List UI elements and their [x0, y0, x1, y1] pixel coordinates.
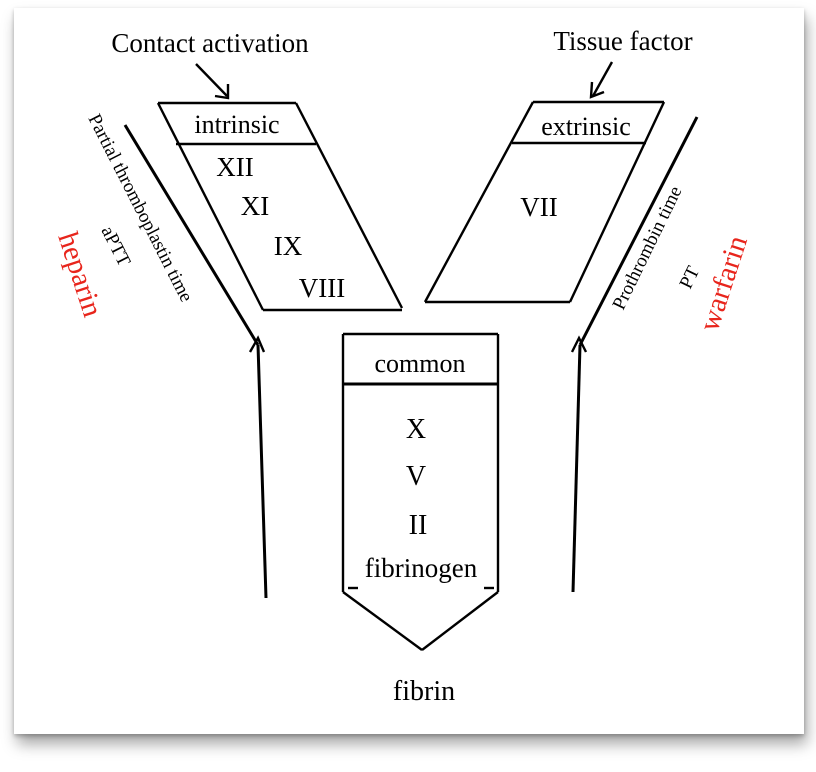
common-pathway-box	[341, 332, 500, 651]
factor-xi: XI	[241, 191, 270, 221]
contact-activation-label: Contact activation	[111, 28, 309, 58]
extrinsic-pathway-box	[423, 100, 666, 304]
aptt-label: aPTT	[97, 223, 135, 270]
tissue-factor-label: Tissue factor	[553, 26, 692, 56]
factor-ix: IX	[274, 231, 303, 261]
factor-vii: VII	[520, 192, 557, 222]
contact-activation-arrow	[195, 63, 230, 100]
factor-ii: II	[409, 510, 428, 541]
heparin-label: heparin	[51, 228, 108, 321]
fibrin-product: fibrin	[393, 676, 455, 707]
factor-x: X	[406, 414, 426, 445]
factor-fibrinogen: fibrinogen	[365, 553, 478, 583]
intrinsic-pathway-box	[156, 101, 404, 312]
factor-v: V	[406, 461, 426, 492]
tissue-factor-arrow	[589, 61, 614, 99]
factor-xii: XII	[216, 152, 253, 182]
prothrombin-time-label: Prothrombin time	[609, 183, 687, 313]
pt-label: PT	[676, 263, 705, 292]
partial-thromboplastin-time-label: Partial thromboplastin time	[84, 111, 197, 306]
factor-viii: VIII	[299, 273, 345, 303]
warfarin-label: warfarin	[693, 231, 754, 335]
intrinsic-header: intrinsic	[194, 110, 279, 139]
extrinsic-header: extrinsic	[541, 112, 631, 141]
diagram-card	[14, 8, 804, 734]
aptt-measurement-line	[123, 124, 268, 599]
pt-measurement-line	[570, 116, 699, 593]
common-header: common	[375, 349, 466, 378]
